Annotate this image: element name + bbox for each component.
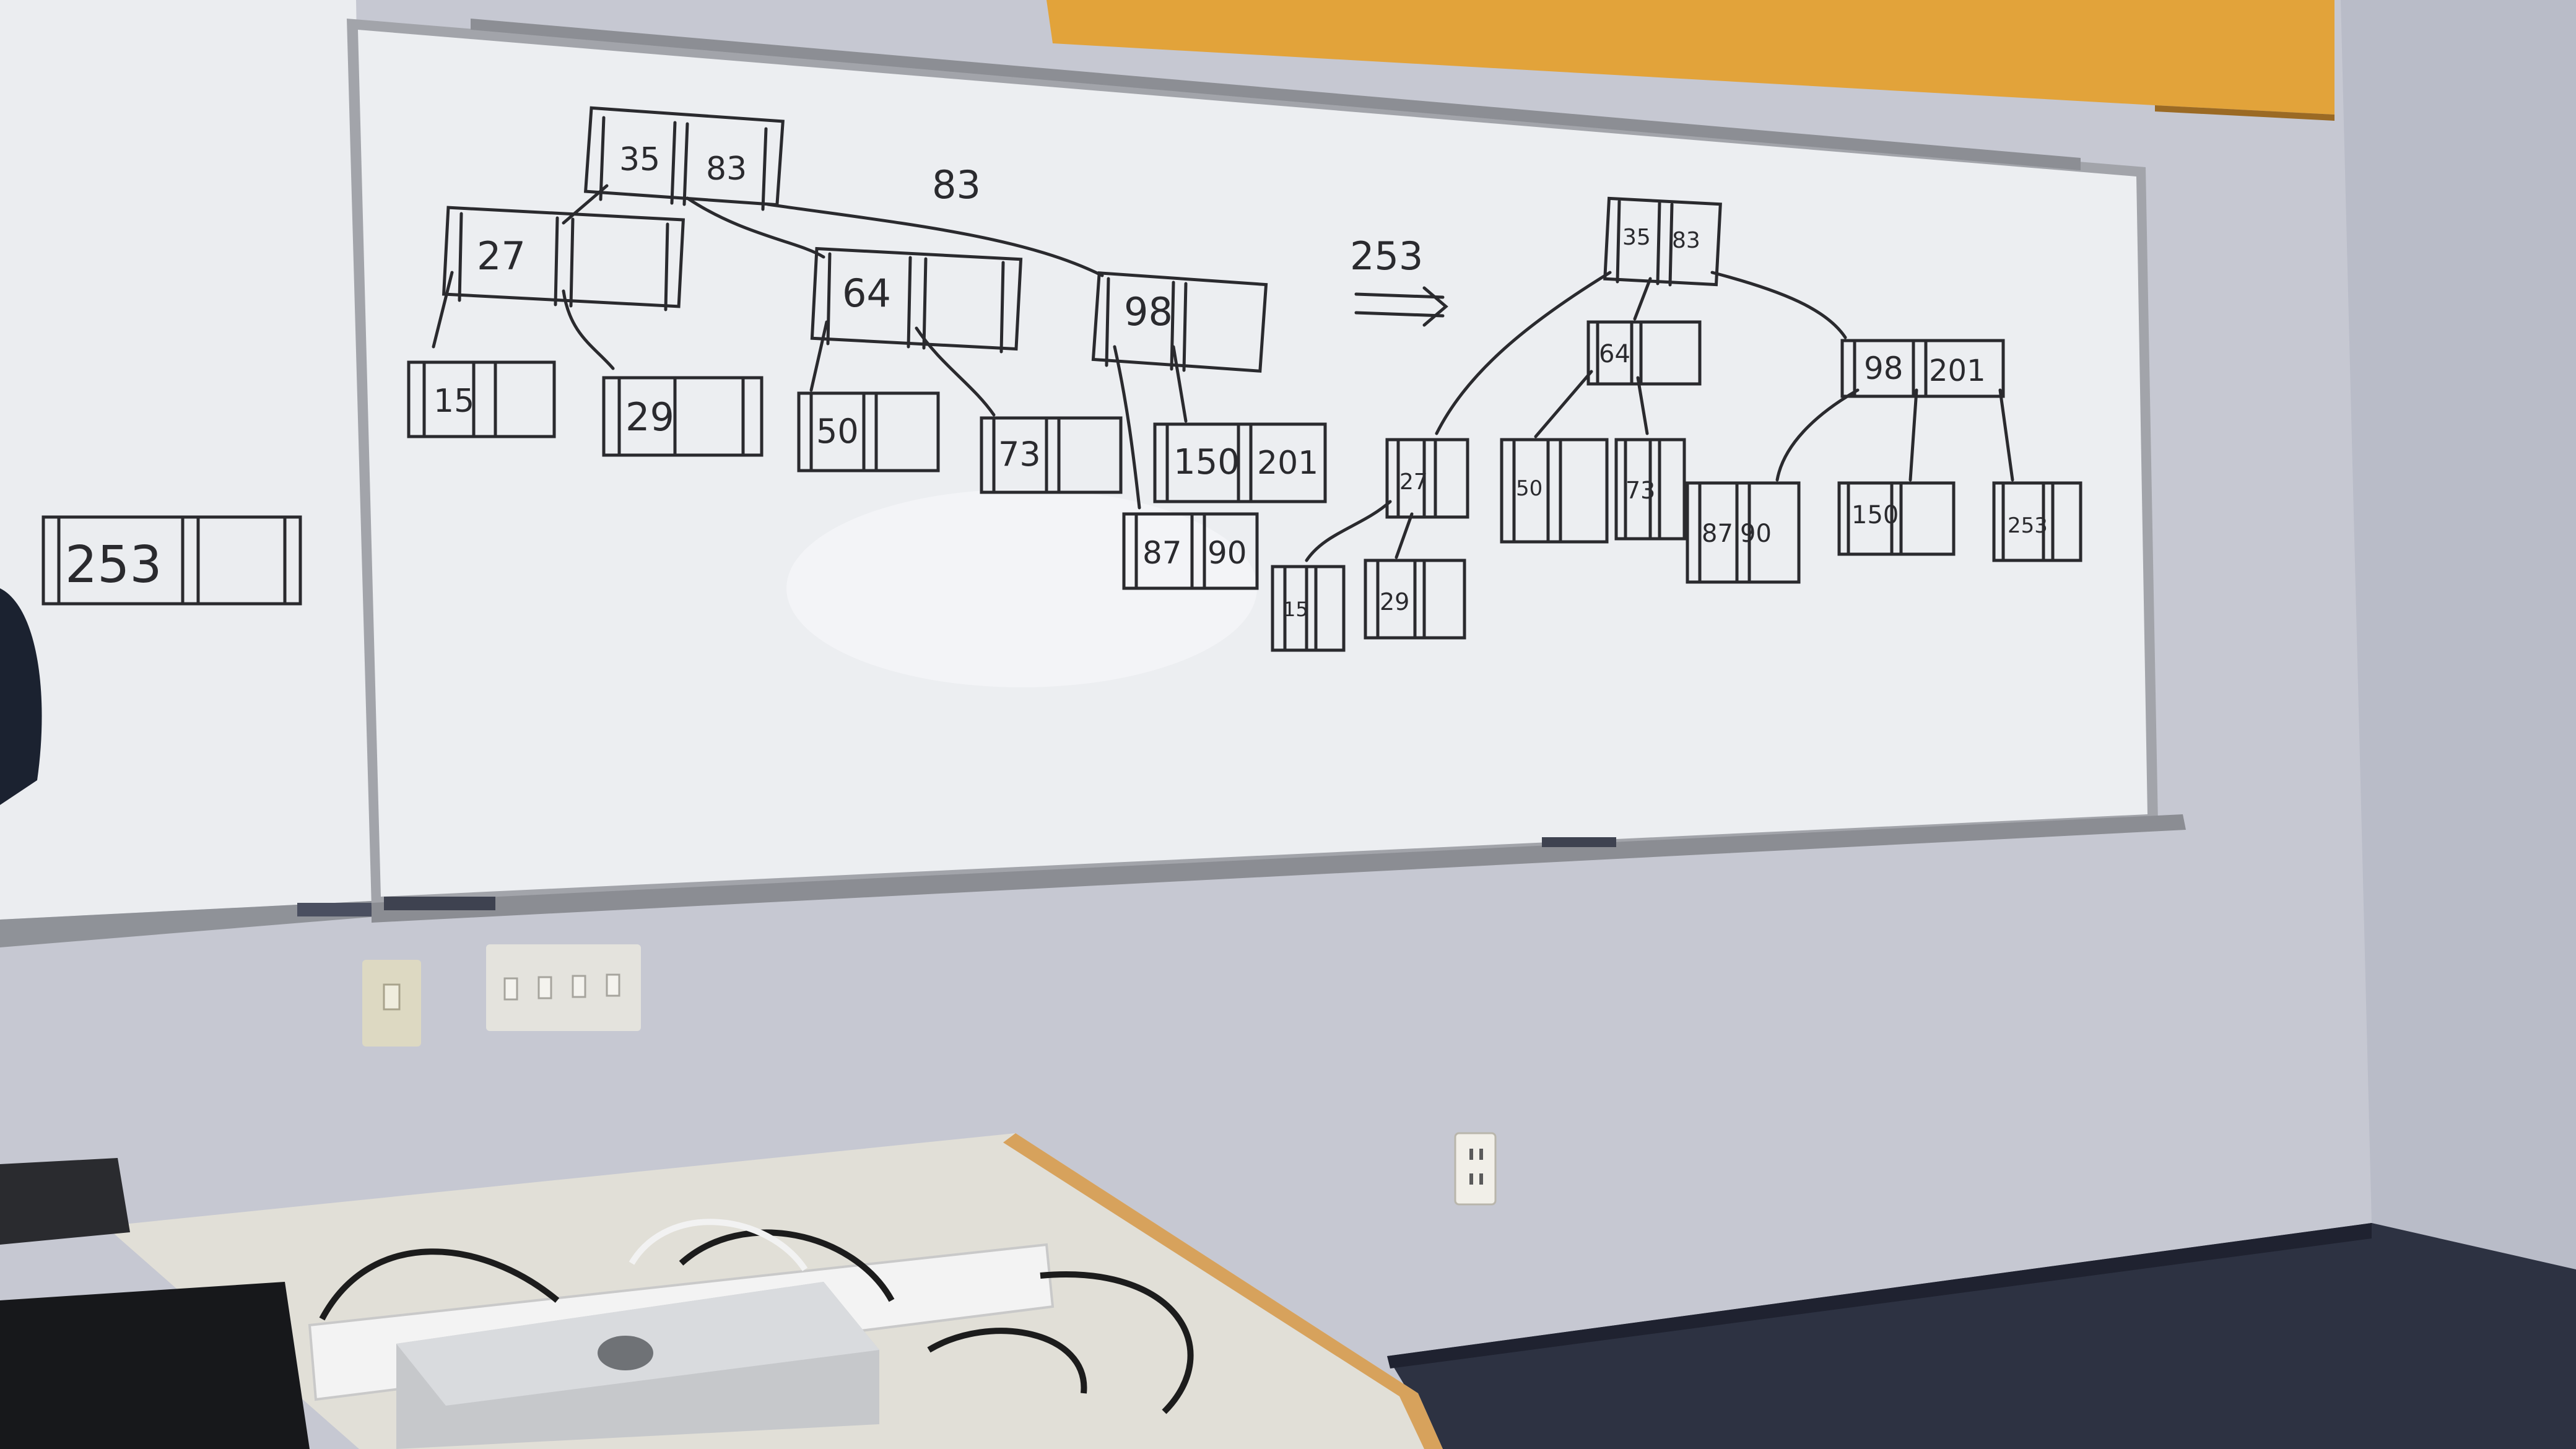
cables: [319, 1229, 1194, 1414]
left-whiteboard: [0, 0, 372, 920]
left-node-box: [41, 515, 302, 606]
after-root-key-2: 83: [1672, 228, 1700, 253]
root-key-2: 83: [706, 150, 747, 188]
node-key-15: 15: [433, 383, 474, 420]
node-key-90: 90: [1208, 535, 1247, 571]
switch-bank[interactable]: [486, 944, 641, 1031]
node-key-87: 87: [1142, 535, 1182, 571]
node-key-50: 50: [816, 412, 859, 451]
light-switch[interactable]: [383, 983, 401, 1011]
after-node-key-15: 15: [1283, 598, 1308, 621]
after-node-key-29: 29: [1380, 588, 1409, 616]
after-node-key-64: 64: [1599, 340, 1630, 368]
root-key-1: 35: [619, 141, 660, 178]
side-wall: [2341, 0, 2576, 1269]
speaker: [0, 1282, 310, 1449]
board-top-rail: [471, 19, 2081, 170]
device-stack: [0, 1158, 130, 1245]
node-key-73: 73: [998, 435, 1041, 474]
insert-label: 253: [1350, 233, 1423, 279]
marker-tray-item: [297, 903, 372, 916]
marker-tray: [372, 814, 2186, 923]
main-whiteboard: [358, 30, 2147, 897]
node-key-29: 29: [625, 394, 674, 440]
after-node-key-253: 253: [2008, 513, 2048, 538]
before-tree-labels: 253 35 83 27 64 98 15 29 50 73 150 201 8…: [65, 141, 1423, 594]
tree-drawings: [41, 106, 2082, 652]
apple-logo-icon: [598, 1336, 653, 1370]
after-node-key-87: 87: [1702, 520, 1733, 548]
power-outlet: [1454, 1132, 1497, 1206]
carpet: [1387, 1223, 2576, 1449]
node-key-27: 27: [477, 233, 526, 279]
inserted-key-note: 83: [932, 162, 981, 207]
after-node-key-98: 98: [1864, 350, 1904, 386]
node-key-64: 64: [842, 271, 891, 316]
after-node-key-150: 150: [1852, 501, 1899, 529]
after-node-key-73: 73: [1625, 477, 1655, 504]
after-node-key-90: 90: [1740, 520, 1772, 548]
after-node-key-201: 201: [1929, 354, 1986, 388]
person: [0, 588, 42, 805]
after-tree-labels: 35 83 64 98 201 27 15 29 50 73 87 90 150…: [1283, 225, 2048, 621]
left-node-key: 253: [65, 536, 162, 594]
shelf: [1046, 0, 2334, 115]
node-key-201: 201: [1257, 445, 1318, 482]
after-root-key-1: 35: [1622, 225, 1651, 250]
after-node-key-50: 50: [1516, 476, 1543, 501]
node-key-150: 150: [1173, 442, 1240, 482]
after-node-key-27: 27: [1399, 469, 1428, 495]
node-key-98: 98: [1124, 289, 1173, 334]
